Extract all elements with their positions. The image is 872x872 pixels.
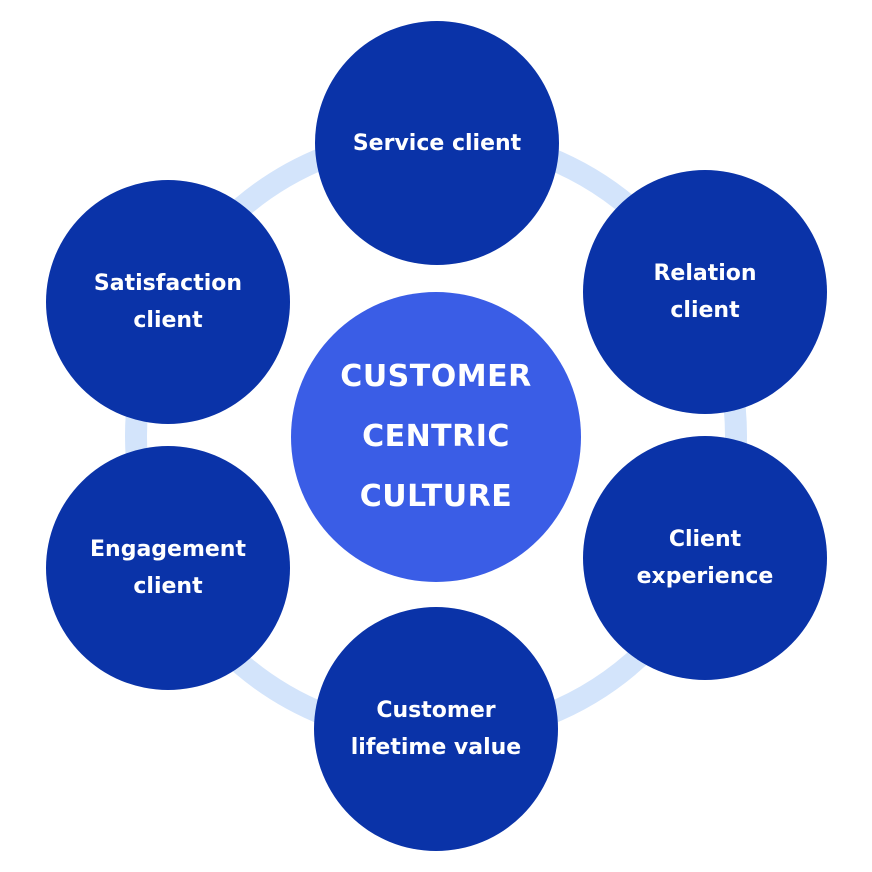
node-customer-lifetime-value: Customer lifetime value bbox=[314, 607, 558, 851]
node-label: Relation client bbox=[653, 261, 757, 323]
node-label: Customer lifetime value bbox=[350, 698, 522, 760]
node-client-experience: Client experience bbox=[583, 436, 827, 680]
center-label: CUSTOMER CENTRIC CULTURE bbox=[340, 359, 532, 514]
node-relation-client: Relation client bbox=[583, 170, 827, 414]
node-label: Client experience bbox=[636, 527, 774, 589]
node-label: Service client bbox=[352, 130, 522, 156]
node-service-client: Service client bbox=[315, 21, 559, 265]
node-engagement-client: Engagement client bbox=[46, 446, 290, 690]
center-node: CUSTOMER CENTRIC CULTURE bbox=[291, 292, 581, 582]
node-satisfaction-client: Satisfaction client bbox=[46, 180, 290, 424]
node-label: Engagement client bbox=[90, 537, 246, 599]
node-label: Satisfaction client bbox=[93, 271, 243, 333]
